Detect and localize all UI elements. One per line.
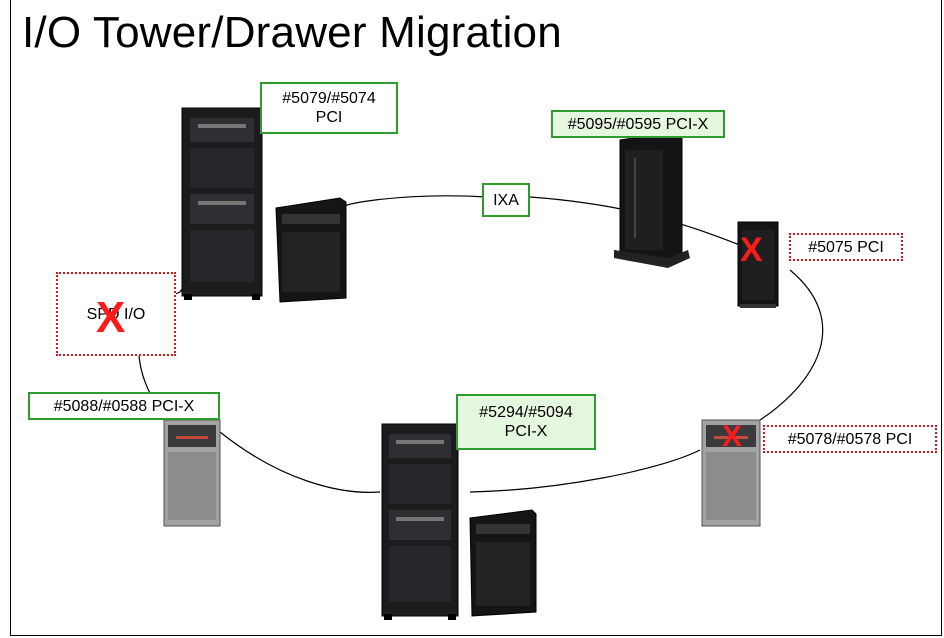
label-ixa-text: IXA	[493, 191, 519, 209]
unsupported-x-mark-spd: X	[96, 293, 126, 342]
label-5079-line2: PCI	[315, 109, 343, 126]
label-5095-0595-pcix: #5095/#0595 PCI-X	[551, 110, 725, 138]
label-5095-text: #5095/#0595 PCI-X	[567, 115, 709, 133]
label-5075-text: #5075 PCI	[808, 238, 884, 256]
label-spd-text: SPD I/O	[86, 305, 146, 323]
label-5088-0588-pcix: #5088/#0588 PCI-X	[28, 392, 220, 420]
drawer-5074-unit	[275, 197, 347, 303]
label-5294-line2: PCI-X	[504, 423, 548, 440]
unsupported-x-mark-5078: X	[722, 420, 743, 453]
rack-5294-tower	[381, 423, 459, 620]
slide-title: I/O Tower/Drawer Migration	[22, 8, 562, 57]
label-5078-text: #5078/#0578 PCI	[787, 430, 913, 448]
label-spd-io: SPD I/O	[56, 272, 176, 356]
label-5078-0578-pci: #5078/#0578 PCI	[763, 425, 937, 453]
tower-5075	[737, 221, 779, 308]
tower-5088	[163, 419, 221, 527]
label-ixa: IXA	[482, 183, 530, 217]
drawer-5094-unit	[469, 509, 537, 617]
slide-frame	[10, 0, 942, 636]
unsupported-x-mark-5075: X	[740, 231, 763, 269]
label-5075-pci: #5075 PCI	[789, 233, 903, 261]
tower-5078	[701, 419, 761, 527]
label-5088-text: #5088/#0588 PCI-X	[53, 397, 195, 415]
rack-5079-tower	[181, 107, 263, 300]
label-5294-5094-pcix: #5294/#5094 PCI-X	[456, 394, 596, 450]
label-5079-line1: #5079/#5074	[282, 90, 376, 107]
tower-5095	[614, 132, 690, 268]
label-5294-line1: #5294/#5094	[479, 404, 573, 421]
label-5079-5074-pci: #5079/#5074 PCI	[260, 82, 398, 134]
